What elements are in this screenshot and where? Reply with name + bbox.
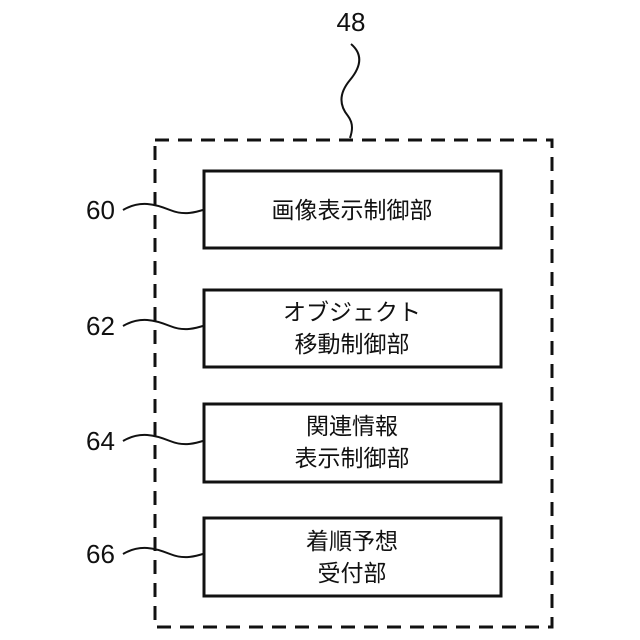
block-leader-62 [123,320,203,329]
block-leader-60 [123,204,203,213]
block-label-66-line2: 受付部 [318,561,387,587]
group-ref-number: 48 [337,7,366,37]
block-ref-66: 66 [86,539,115,569]
block-label-64-line1: 関連情報 [306,414,398,440]
block-label-62-line1: オブジェクト [283,300,421,326]
block-label-64-line2: 表示制御部 [295,446,410,472]
group-ref-leader [341,44,359,138]
block-ref-62: 62 [86,311,115,341]
block-label-62-line2: 移動制御部 [295,332,410,358]
block-ref-64: 64 [86,426,115,456]
block-label-66-line1: 着順予想 [306,529,398,555]
block-leader-64 [123,435,203,444]
block-label-60: 画像表示制御部 [272,198,433,224]
block-ref-60: 60 [86,195,115,225]
block-leader-66 [123,548,203,557]
